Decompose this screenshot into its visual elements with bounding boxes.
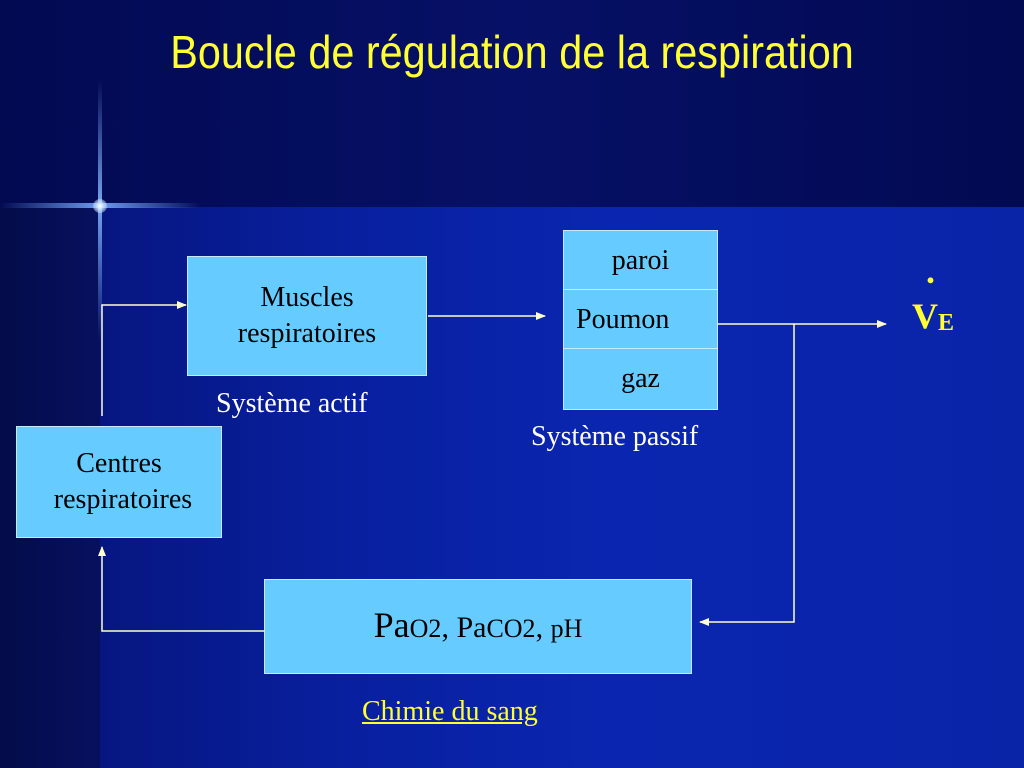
arrow-blood-to-centres [98, 546, 264, 632]
ve-dot: . [926, 251, 935, 291]
o2-label: O2 [409, 613, 442, 643]
lung-top-cell: paroi [564, 231, 717, 290]
ph-label: pH [550, 613, 583, 643]
muscles-box: Muscles respiratoires [187, 256, 427, 376]
blood-chemistry-text: PaO2, PaCO2, pH [265, 607, 691, 647]
ve-subscript: E [938, 310, 955, 336]
co2-label: CO2 [486, 613, 536, 643]
background-top [0, 0, 1024, 207]
slide-title: Boucle de régulation de la respiration [170, 26, 854, 78]
muscles-caption: Système actif [216, 388, 368, 419]
arrow-output-to-blood [699, 324, 795, 626]
muscles-line2: respiratoires [237, 318, 377, 349]
blood-chemistry-box: PaO2, PaCO2, pH [264, 579, 692, 674]
sparkle-star-icon [93, 199, 107, 213]
separator-1: , [441, 610, 457, 644]
lung-caption: Système passif [531, 421, 699, 452]
centres-box: Centres respiratoires [16, 426, 222, 538]
ventilation-output: VE [912, 294, 954, 343]
pa-label: Pa [373, 604, 410, 645]
arrow-centres-to-muscles [101, 301, 187, 416]
lung-middle-cell: Poumon [564, 290, 717, 349]
lung-box: paroi Poumon gaz [563, 230, 718, 410]
paco2-pa-label: Pa [456, 610, 487, 644]
separator-2: , [535, 610, 551, 644]
centres-line1: Centres [76, 448, 162, 479]
centres-line2: respiratoires [53, 484, 193, 515]
blood-caption: Chimie du sang [362, 696, 538, 727]
muscles-line1: Muscles [260, 282, 354, 313]
lung-bottom-cell: gaz [621, 363, 660, 394]
ve-v-label: V [912, 296, 938, 336]
